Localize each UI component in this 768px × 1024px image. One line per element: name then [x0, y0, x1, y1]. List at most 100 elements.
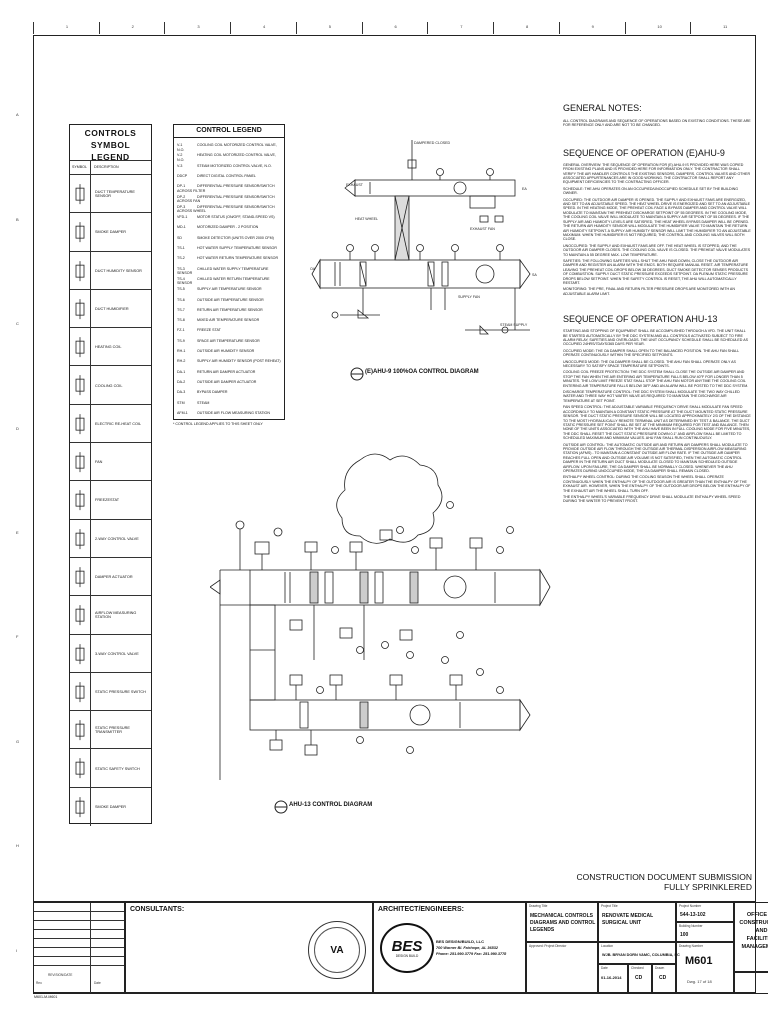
sequence-paragraph: OCCUPIED: THE OUTDOOR AIR DAMPER IS OPEN…: [563, 197, 751, 242]
date-label: Date: [601, 966, 608, 970]
humidity-sensor-icon: [70, 251, 91, 290]
legend-description: DIFFERENTIAL PRESSURE SENSOR/SWITCH ACRO…: [177, 184, 275, 193]
pressure-transmitter-icon: [70, 711, 91, 750]
drawing-number-label: Drawing Number: [679, 944, 703, 948]
drawn-cell: Drawn CD: [652, 964, 676, 994]
symbol-row: HEATING COIL: [70, 327, 151, 367]
symbol-row: STATIC SAFETY SWITCH: [70, 748, 151, 788]
legend-description: SUPPLY AIR TEMPERATURE SENSOR: [197, 287, 262, 292]
ruler-tick: 5: [328, 24, 331, 29]
symbol-description: STATIC PRESSURE SWITCH: [95, 689, 146, 694]
legend-code: V-2: [177, 153, 183, 158]
ruler-tick: G: [16, 738, 20, 744]
project-number: 544-13-102: [680, 912, 706, 918]
symbol-row: SMOKE DAMPER: [70, 786, 151, 826]
legend-code: MD-1: [177, 225, 186, 230]
legend-code: TS-4: [177, 276, 185, 281]
sequence-paragraph: UNOCCUPIED MODE: THE OA DAMPER SHALL BE …: [563, 359, 736, 369]
symbol-row: DUCT HUMIDIFIER: [70, 288, 151, 329]
caption-marker-icon: [274, 800, 288, 814]
project-title-label: Project Title: [601, 904, 618, 908]
symbol-row: DUCT TEMPERATURE SENSOR: [70, 174, 151, 214]
control-legend-row: TS-7 RETURN AIR TEMPERATURE SENSOR: [177, 308, 281, 313]
control-legend-row: SD SMOKE DETECTOR (UNITS OVER 2000 CFM): [177, 236, 281, 241]
revision-label: REVISION/DATE: [48, 973, 73, 977]
fan-icon: [70, 443, 91, 482]
office-line-4: FACILITIES: [746, 936, 768, 942]
building-number-cell: Building Number 100: [676, 922, 734, 942]
heating-coil-icon: [70, 328, 91, 367]
description-column-header: DESCRIPTION: [94, 165, 119, 169]
symbol-description: DUCT TEMPERATURE SENSOR: [95, 190, 135, 199]
architect-label: ARCHITECT/ENGINEERS:: [378, 906, 464, 913]
project-title-cell: Project Title RENOVATE MEDICAL SURGICAL …: [598, 902, 676, 942]
sequence-paragraph: SAFETIES: THE FOLLOWING SAFETIES WILL SH…: [563, 258, 749, 285]
office-line-5: MANAGEMENT: [741, 944, 768, 950]
submission-block: CONSTRUCTION DOCUMENT SUBMISSION FULLY S…: [560, 872, 752, 892]
office-line-1: OFFICE OF: [746, 912, 768, 918]
ruler-tick: 6: [394, 24, 397, 29]
sequence-paragraph: UNOCCUPIED: THE SUPPLY AND EXHAUST FANS …: [563, 243, 751, 257]
building-number: 100: [680, 932, 689, 938]
ruler-tick: B: [16, 216, 19, 222]
sequence-paragraph: OCCUPIED MODE: THE OA DAMPER SHALL OPEN …: [563, 348, 739, 358]
date-cell: Date 01-16-2014: [598, 964, 628, 994]
legend-code: TS-7: [177, 307, 185, 312]
smoke-damper-icon: [70, 213, 91, 252]
legend-description: RETURN AIR DAMPER ACTUATOR: [197, 369, 256, 374]
symbol-row: AIRFLOW MEASURING STATION: [70, 595, 151, 635]
ruler-tick: D: [16, 425, 19, 431]
symbol-description: DAMPER ACTUATOR: [95, 575, 133, 580]
drawn-value: CD: [659, 975, 667, 981]
notes-column: GENERAL NOTES: ALL CONTROL DIAGRAMS AND …: [563, 103, 751, 506]
cooling-coil-icon: [70, 366, 91, 405]
legend-code: DP-3: [177, 204, 186, 209]
seq1-title: SEQUENCE OF OPERATION (E)AHU-9: [563, 147, 725, 158]
legend-description: DIRECT DIGITAL CONTROL PANEL: [197, 173, 256, 178]
legend-code: TS-8: [177, 318, 185, 323]
symbol-description: STATIC SAFETY SWITCH: [95, 766, 140, 771]
ruler-tick: 10: [657, 24, 662, 29]
airflow-station-icon: [70, 596, 91, 635]
legend-description: RETURN AIR TEMPERATURE SENSOR: [197, 307, 263, 312]
symbol-row: ELECTRIC RE-HEAT COIL: [70, 403, 151, 444]
legend-code: VFD-1: [177, 215, 188, 220]
sa-label: SA: [532, 273, 537, 277]
ruler-tick: C: [16, 321, 19, 327]
legend-code: TS-3: [177, 266, 185, 271]
legend-code: TS-1: [177, 246, 185, 250]
legend-description: FREEZE STAT: [197, 328, 221, 333]
legend-code: TS-5: [177, 287, 185, 292]
legend-description: SMOKE DETECTOR (UNITS OVER 2000 CFM): [197, 235, 274, 240]
submission-line-2: FULLY SPRINKLERED: [663, 882, 752, 892]
location-label: Location: [601, 944, 614, 948]
exhaust-fan-label: EXHAUST FAN: [470, 227, 495, 231]
legend-description: MIXED AIR TEMPERATURE SENSOR: [197, 318, 260, 323]
ruler-tick: E: [16, 530, 19, 535]
legend-code: V-3: [177, 163, 183, 168]
sequence-paragraph: OUTSIDE AIR CONTROL: THE AUTOMATIC OUTSI…: [563, 442, 748, 473]
ruler-tick: 9: [591, 24, 594, 29]
heat-wheel-label: HEAT WHEEL: [355, 217, 378, 221]
legend-code: SD: [177, 235, 182, 240]
symbol-description: DUCT HUMIDITY SENSOR: [95, 268, 142, 273]
symbol-description: SMOKE DAMPER: [95, 804, 127, 809]
sheet-border: [33, 35, 756, 993]
legend-description: DIFFERENTIAL PRESSURE SENSOR/SWITCH ACRO…: [177, 204, 275, 214]
legend-code: AFM-1: [177, 410, 188, 415]
freezestat-icon: [70, 481, 91, 520]
safety-switch-icon: [70, 749, 91, 788]
legend-code: DA-2: [177, 379, 186, 384]
symbol-description: FREEZESTAT: [95, 498, 120, 503]
